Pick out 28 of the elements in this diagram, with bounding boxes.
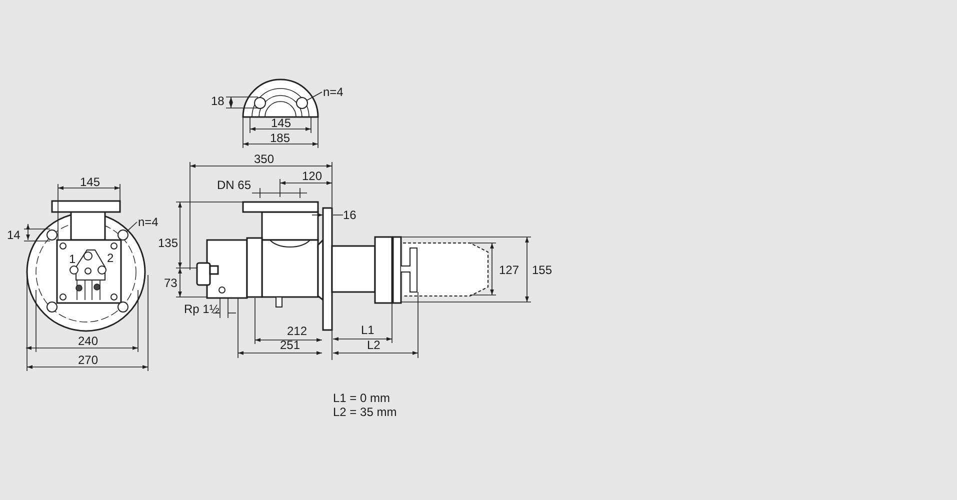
dimension-value: L1	[361, 323, 374, 337]
connection-number: 2	[107, 251, 114, 265]
quantity-label: n=4	[323, 85, 344, 99]
connection-number: 1	[69, 252, 76, 266]
note-text: L2 = 35 mm	[333, 405, 397, 419]
dimension-value: 16	[343, 208, 356, 222]
quantity-label: n=4	[138, 215, 158, 229]
dimension-value: 120	[302, 169, 322, 183]
dimension-value: DN 65	[217, 178, 252, 192]
note-text: L1 = 0 mm	[333, 391, 390, 405]
dimension-value: 212	[287, 324, 308, 338]
dimension-value: 145	[271, 116, 292, 130]
dimension-value: 135	[158, 236, 178, 250]
dimension-value: 155	[532, 263, 552, 277]
dimension-value: L2	[367, 338, 380, 352]
dimension-value: 145	[80, 175, 100, 189]
dimension-value: 185	[270, 131, 290, 145]
dimension-value: 251	[280, 338, 300, 352]
dimension-value: 240	[78, 334, 98, 348]
dimension-value: 270	[78, 353, 98, 367]
leader-line	[306, 92, 322, 101]
dimension-value: 73	[164, 276, 178, 290]
dimension-value: 127	[499, 263, 520, 277]
dimension-value: Rp 1½	[184, 302, 220, 316]
leader-line	[126, 222, 138, 232]
dimension-value: 14	[7, 228, 20, 242]
dimension-value: 18	[211, 94, 224, 108]
dimension-value: 350	[254, 152, 274, 166]
